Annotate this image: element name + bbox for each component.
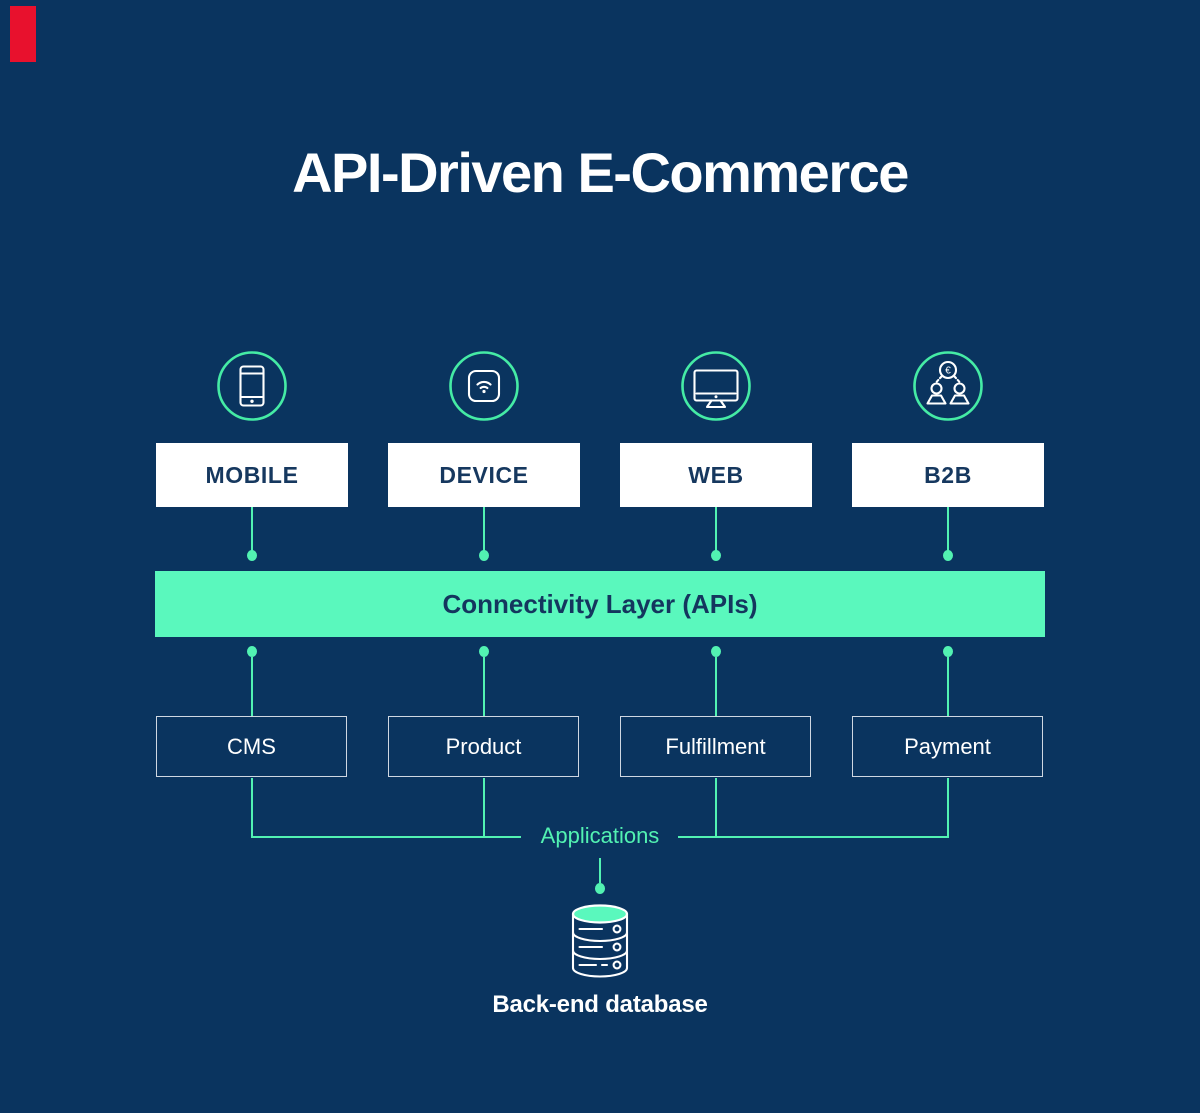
- connector-dot: [479, 646, 489, 657]
- bracket-line: [947, 778, 949, 837]
- channel-label: MOBILE: [205, 461, 299, 488]
- connector-line: [251, 657, 253, 716]
- bracket-line: [483, 778, 485, 837]
- connector-line: [715, 657, 717, 716]
- app-label: CMS: [227, 733, 276, 759]
- connector-dot: [247, 646, 257, 657]
- database-icon: [562, 899, 638, 988]
- page-title: API-Driven E-Commerce: [292, 141, 909, 204]
- connector-line: [251, 507, 253, 551]
- bracket-line: [715, 778, 717, 837]
- iot-device-icon: [449, 351, 519, 421]
- channel-box-mobile: MOBILE: [156, 443, 348, 507]
- connector-dot: [247, 550, 257, 561]
- b2b-partners-icon: €: [913, 351, 983, 421]
- connector-line: [599, 858, 601, 883]
- connector-dot: [711, 550, 721, 561]
- connector-line: [483, 657, 485, 716]
- coin-symbol: €: [945, 366, 951, 377]
- connectivity-layer-bar: Connectivity Layer (APIs): [155, 571, 1045, 637]
- bracket-line-left: [251, 836, 521, 838]
- app-box-cms: CMS: [156, 716, 347, 777]
- app-box-fulfillment: Fulfillment: [620, 716, 811, 777]
- smartphone-icon: [217, 351, 287, 421]
- connectivity-layer-label: Connectivity Layer (APIs): [442, 588, 758, 619]
- app-label: Fulfillment: [665, 733, 766, 759]
- connector-line: [715, 507, 717, 551]
- channel-box-device: DEVICE: [388, 443, 580, 507]
- bracket-line-right: [678, 836, 949, 838]
- connector-dot: [711, 646, 721, 657]
- channel-box-web: WEB: [620, 443, 812, 507]
- channel-box-b2b: B2B: [852, 443, 1044, 507]
- connector-dot: [595, 883, 605, 894]
- connector-dot: [943, 646, 953, 657]
- app-box-product: Product: [388, 716, 579, 777]
- connector-line: [947, 507, 949, 551]
- red-marker: [10, 6, 36, 62]
- channel-label: B2B: [924, 461, 972, 488]
- app-box-payment: Payment: [852, 716, 1043, 777]
- database-caption: Back-end database: [492, 991, 708, 1018]
- applications-label: Applications: [540, 823, 660, 848]
- app-label: Payment: [904, 733, 991, 759]
- connector-line: [947, 657, 949, 716]
- app-label: Product: [445, 733, 522, 759]
- bracket-line: [251, 778, 253, 837]
- channel-label: WEB: [688, 461, 744, 488]
- desktop-monitor-icon: [681, 351, 751, 421]
- channel-label: DEVICE: [439, 461, 529, 488]
- connector-dot: [943, 550, 953, 561]
- connector-dot: [479, 550, 489, 561]
- connector-line: [483, 507, 485, 551]
